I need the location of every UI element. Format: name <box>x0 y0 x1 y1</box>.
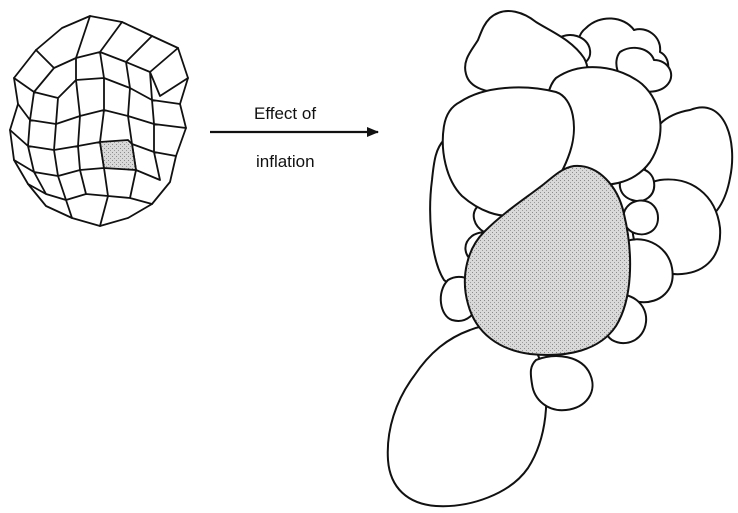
inflated-tissue <box>388 11 732 506</box>
inflated-cell <box>623 200 658 234</box>
arrow-label-line1: Effect of <box>254 104 316 123</box>
highlighted-cell <box>100 140 136 170</box>
inflated-cell <box>531 356 593 410</box>
arrow-label-line2: inflation <box>256 152 315 171</box>
deflated-tissue <box>10 16 188 226</box>
arrow-group: Effect of inflation <box>210 104 378 171</box>
